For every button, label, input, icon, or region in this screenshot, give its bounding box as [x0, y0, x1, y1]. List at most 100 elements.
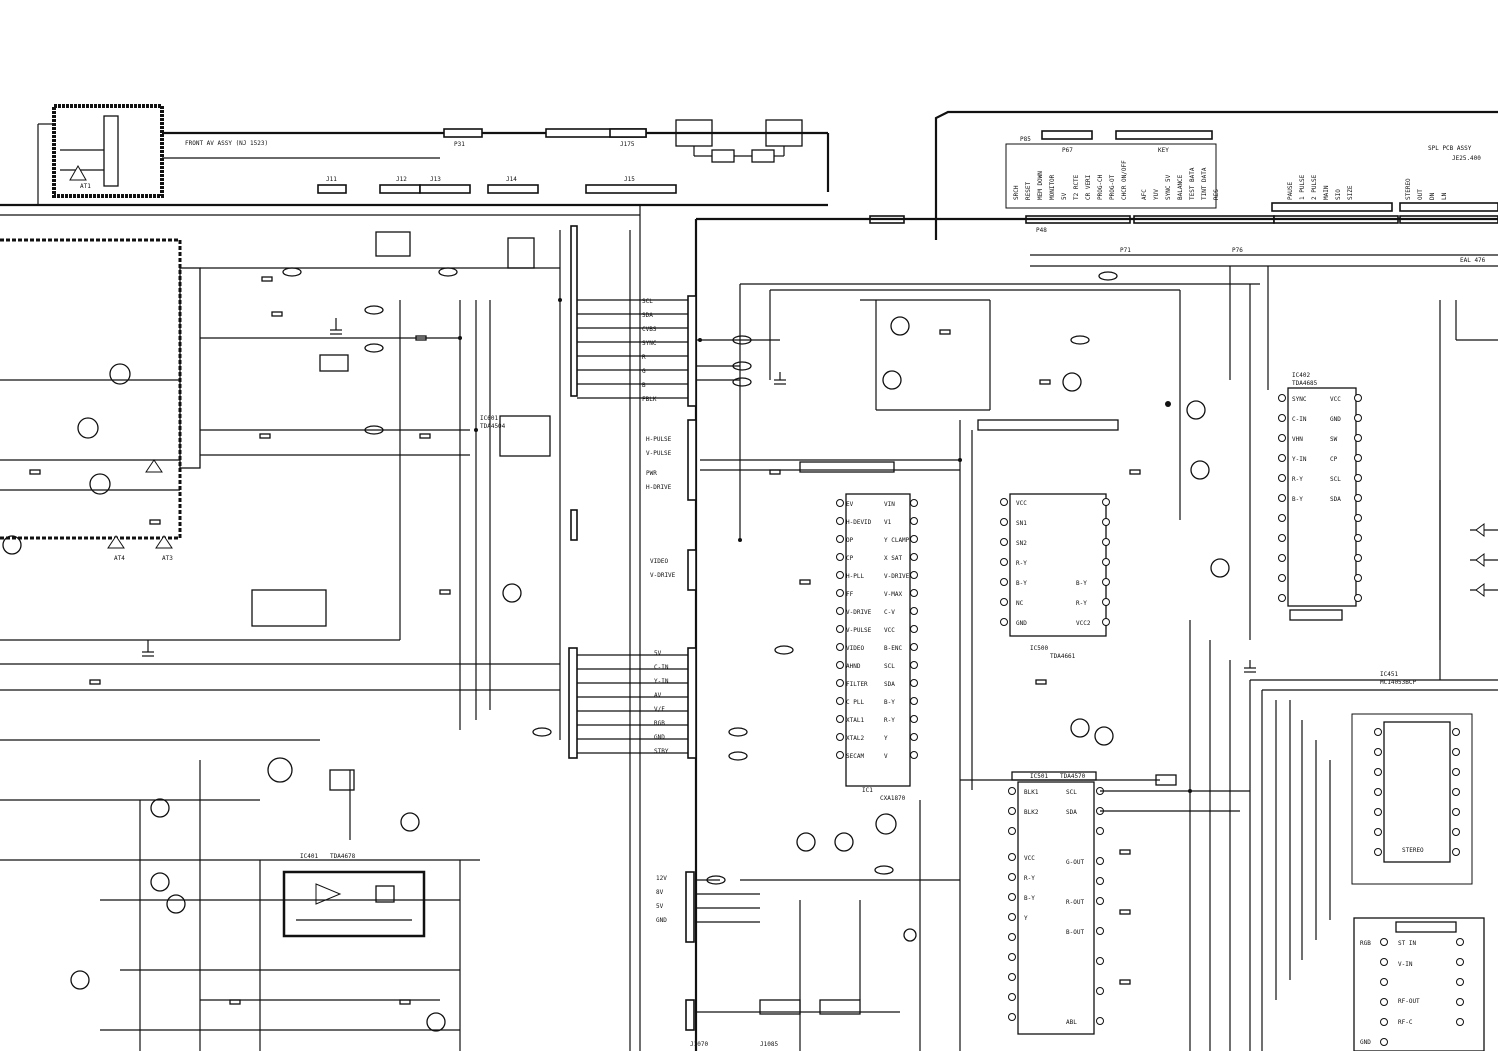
bottom-right-module: ST IN V-IN RF-OUT RF-C RGB GND — [1353, 917, 1485, 1051]
pin-label: SCL — [1066, 789, 1077, 796]
pin-label: Y — [884, 735, 888, 742]
transistor-icon — [875, 813, 897, 835]
ic-main-chip: IC1 CXA1870 — [799, 461, 911, 802]
pin-label: R-Y — [1016, 560, 1027, 567]
pin-label: ABL — [1066, 1019, 1077, 1026]
bus-label: PWR — [646, 470, 657, 477]
ic-name: TDA4504 — [480, 423, 506, 430]
pin-label: X SAT — [884, 555, 902, 562]
pin-label: C-V — [884, 609, 895, 616]
ic-name: TDA4685 — [1292, 380, 1318, 387]
key-signal: AFC — [1141, 189, 1148, 200]
warning-triangle-icon — [69, 164, 87, 181]
warning-label: AT1 — [80, 183, 91, 190]
key-signal: RES — [1213, 189, 1220, 200]
connector-label: KEY — [1158, 147, 1169, 154]
ic-name: TDA4661 — [1050, 653, 1076, 660]
transistor-icon — [502, 583, 522, 603]
pin-label: R-Y — [1292, 476, 1303, 483]
net-tags — [282, 267, 1118, 885]
spl-pcb-panel: P85 P67 KEY SPL PCB ASSY JE25.400 — [934, 110, 1498, 240]
mid-left-connector-columns — [568, 225, 697, 1031]
pin-label: SCL — [1330, 476, 1341, 483]
key-signal: BALANCE — [1177, 174, 1184, 200]
transistor-icon — [400, 812, 420, 832]
connector-label: P71 — [1120, 247, 1131, 254]
key-signal: CHCR ON/OFF — [1121, 160, 1128, 200]
warning-label: AT4 — [114, 555, 125, 562]
bus-label: 5V — [654, 650, 662, 657]
transistor-group — [150, 316, 1230, 1032]
pin-label: B-Y — [1016, 580, 1027, 587]
connector-label: J175 — [620, 141, 635, 148]
pin-label: R-OUT — [1066, 899, 1084, 906]
bus-label: STBY — [654, 748, 669, 755]
key-signal: STEREO — [1405, 178, 1412, 200]
bus-label: SYNC — [642, 340, 657, 347]
pin-label: NC — [1016, 600, 1024, 607]
connector-label: P31 — [454, 141, 465, 148]
connector-label: J15 — [624, 176, 635, 183]
key-signal: SIZE — [1347, 185, 1354, 200]
key-signal: RESET — [1025, 182, 1032, 200]
pin-label: AHND — [846, 663, 861, 670]
right-connector-strip: P48 P71 P76 EAL 476 — [694, 215, 1498, 1051]
bus-label: B — [642, 382, 646, 389]
pin-label: R-Y — [884, 717, 895, 724]
pin-label: VCC — [1024, 855, 1035, 862]
pin-label: B-OUT — [1066, 929, 1084, 936]
warning-triangle-icon — [107, 535, 125, 549]
pin-label: SN2 — [1016, 540, 1027, 547]
right-vertical-bus — [1189, 300, 1498, 1051]
pin-label: OP — [846, 537, 854, 544]
bottom-center-blocks: J1070 J1085 — [690, 780, 961, 1051]
top-bus-wires: FRONT AV ASSY (NJ 1523) — [0, 123, 830, 216]
connector-label: P67 — [1062, 147, 1073, 154]
ic-video-chip: IC501 TDA4570 BLK1 BLK2 VCC R-Y B-Y Y SC… — [960, 771, 1250, 1035]
pin-label: BLK1 — [1024, 789, 1039, 796]
pin-label: V — [884, 753, 888, 760]
key-signal: T2 RCTE — [1073, 174, 1080, 200]
module-label: RF-OUT — [1398, 998, 1420, 1005]
pin-label: V-PULSE — [846, 627, 872, 634]
pin-label: VCC — [1330, 396, 1341, 403]
transistor-icon — [2, 535, 22, 555]
bus-label: V/F — [654, 706, 665, 713]
ic-ref: IC401 — [300, 853, 318, 860]
transistor-icon — [834, 832, 854, 852]
av-jack-block — [646, 119, 803, 163]
transistor-icon — [1190, 460, 1210, 480]
pin-label: VIN — [884, 501, 895, 508]
transistor-icon — [1094, 726, 1114, 746]
component-marks — [29, 276, 1256, 1005]
warning-triangle-icon — [145, 459, 163, 473]
bus-label: C-IN — [654, 664, 669, 671]
pin-label: G-OUT — [1066, 859, 1084, 866]
pin-label: EV — [846, 501, 854, 508]
bottom-label: J1085 — [760, 1041, 778, 1048]
pin-label: R-Y — [1024, 875, 1035, 882]
left-main-bus — [0, 205, 641, 1051]
pin-label: Y CLAMP — [884, 537, 910, 544]
bottom-label: J1070 — [690, 1041, 708, 1048]
bus-label: V-PULSE — [646, 450, 672, 457]
connector-label: J14 — [506, 176, 517, 183]
key-signal: YUV — [1153, 189, 1160, 200]
transistor-icon — [796, 832, 816, 852]
transistor-icon — [267, 757, 293, 783]
ic-ref: IC1 — [862, 787, 873, 794]
key-signal: PROG-OT — [1109, 174, 1116, 200]
bus-label: Y-IN — [654, 678, 669, 685]
bus-label: 5V — [656, 903, 664, 910]
ic-main-pins — [836, 499, 918, 759]
key-signal: LN — [1441, 192, 1448, 200]
bus-label: 8V — [656, 889, 664, 896]
ic-switch-chip: IC451 MC14053BCP STEREO — [1351, 671, 1473, 885]
ic-name: TDA4570 — [1060, 773, 1086, 780]
key-signal: PROG-CH — [1097, 174, 1104, 200]
ic-name: CXA1870 — [880, 795, 906, 802]
ic-delay-chip: IC500 TDA4661 VCC SN1 SN2 R-Y B-Y NC GND… — [959, 419, 1119, 790]
transistor-icon — [77, 417, 99, 439]
bus-label: SCL — [642, 298, 653, 305]
left-ic-region — [251, 231, 551, 938]
